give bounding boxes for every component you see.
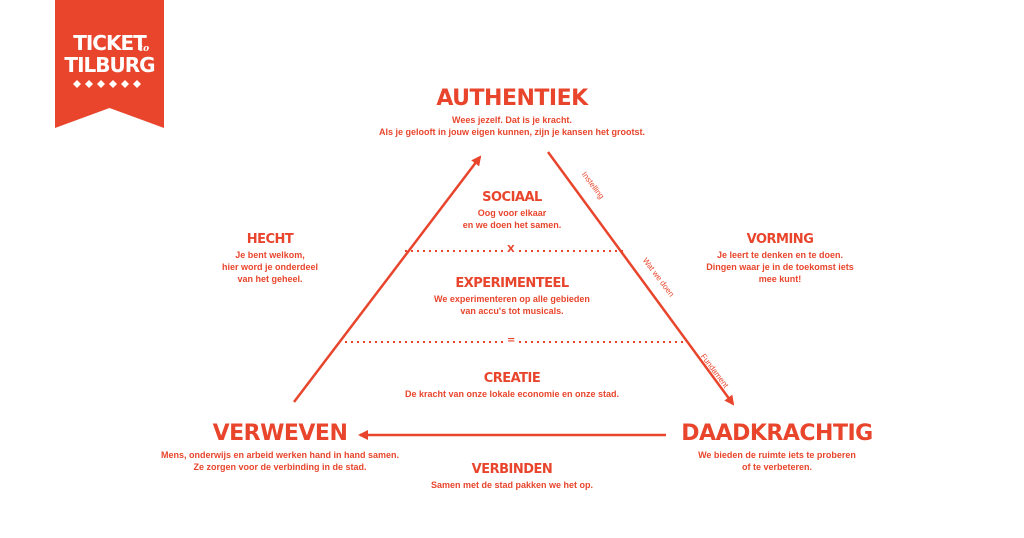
node-hecht: HECHT Je bent welkom, hier word je onder… bbox=[190, 232, 350, 285]
separator-x: X bbox=[503, 244, 519, 255]
logo-line-2: TILBURG bbox=[64, 53, 155, 77]
node-description: Samen met de stad pakken we het op. bbox=[430, 480, 594, 490]
logo: TICKET to TILBURG bbox=[55, 0, 164, 128]
node-description: We bieden de ruimte iets te proberen of … bbox=[698, 450, 856, 472]
arrow-right-down bbox=[546, 151, 735, 406]
node-verweven: VERWEVEN Mens, onderwijs en arbeid werke… bbox=[140, 421, 420, 473]
node-experimenteel: EXPERIMENTEEL We experimenteren op alle … bbox=[392, 276, 632, 317]
node-creatie: CREATIE De kracht van onze lokale econom… bbox=[372, 371, 652, 400]
node-sociaal: SOCIAAL Oog voor elkaar en we doen het s… bbox=[412, 190, 612, 231]
node-description: We experimenteren op alle gebieden van a… bbox=[434, 294, 590, 316]
logo-banner-shape bbox=[55, 0, 164, 128]
separator-equals: = bbox=[503, 335, 520, 346]
node-title: VORMING bbox=[746, 232, 814, 247]
node-description: Je bent welkom, hier word je onderdeel v… bbox=[221, 250, 319, 284]
node-title: DAADKRACHTIG bbox=[681, 421, 873, 446]
node-authentiek: AUTHENTIEK Wees jezelf. Dat is je kracht… bbox=[362, 86, 662, 138]
node-title: VERBINDEN bbox=[471, 462, 553, 477]
node-title: HECHT bbox=[246, 232, 294, 247]
logo-to: to bbox=[139, 44, 150, 54]
node-title: VERWEVEN bbox=[212, 421, 348, 446]
node-description: Oog voor elkaar en we doen het samen. bbox=[462, 208, 562, 230]
node-title: EXPERIMENTEEL bbox=[455, 276, 569, 291]
node-title: AUTHENTIEK bbox=[436, 86, 588, 111]
node-vorming: VORMING Je leert te denken en te doen. D… bbox=[680, 232, 880, 285]
node-title: SOCIAAL bbox=[482, 190, 542, 205]
node-title: CREATIE bbox=[483, 371, 541, 386]
node-description: Wees jezelf. Dat is je kracht. Als je ge… bbox=[378, 115, 646, 137]
node-description: Je leert te denken en te doen. Dingen wa… bbox=[706, 250, 854, 284]
node-verbinden: VERBINDEN Samen met de stad pakken we he… bbox=[402, 462, 622, 491]
node-daadkrachtig: DAADKRACHTIG We bieden de ruimte iets te… bbox=[667, 421, 887, 473]
logo-line-1: TICKET bbox=[73, 31, 147, 55]
arrow-left-up bbox=[293, 155, 482, 403]
node-description: Mens, onderwijs en arbeid werken hand in… bbox=[160, 450, 400, 472]
node-description: De kracht van onze lokale economie en on… bbox=[404, 389, 620, 399]
